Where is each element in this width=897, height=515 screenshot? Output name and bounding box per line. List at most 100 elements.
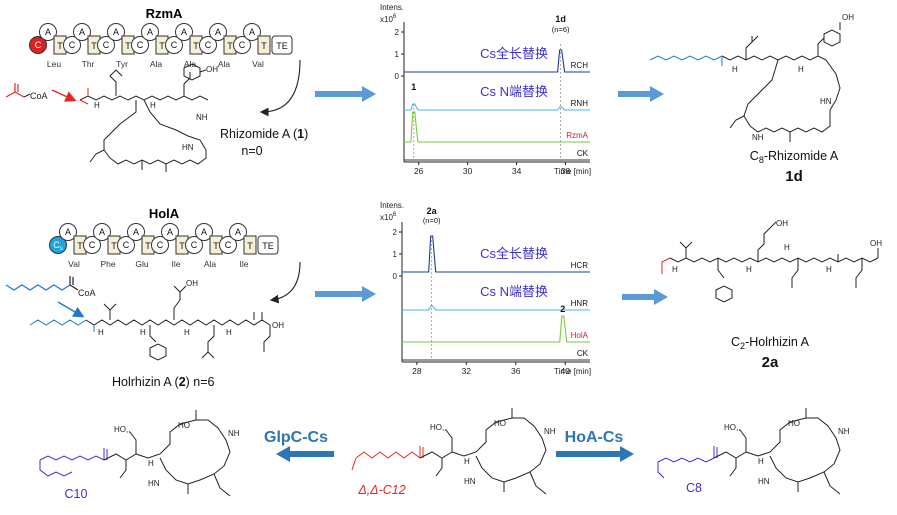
chart2-plot-trace-label-3: CK [577, 349, 589, 358]
bc-h: H [464, 457, 470, 466]
acetyl-coa: CoA [5, 83, 77, 102]
product1-h-2: H [798, 65, 804, 74]
rhizomide-n: n=0 [241, 144, 262, 158]
rhizomide-hn: HN [182, 143, 194, 152]
holrhizin-h-3: H [184, 328, 190, 337]
rzma-residue-1: Thr [82, 59, 95, 69]
bl-h: H [148, 459, 154, 468]
chart2-peak-small: 2 [560, 304, 565, 314]
bottom-left-structure [39, 410, 231, 497]
chart1-yscale: x106 [380, 14, 397, 24]
rhizomide-oh: OH [206, 65, 218, 74]
rzma-t-domain-1-label: T [91, 41, 97, 51]
chart2-plot-trace-label-0: HCR [571, 261, 589, 270]
rzma-t-domain-3-label: T [159, 41, 165, 51]
hola-a-domain-3-label: A [167, 227, 173, 237]
hola-c-domain-1 [83, 236, 101, 254]
hola-c-domain-0 [49, 236, 67, 254]
bottom-left-label: C10 [65, 487, 88, 501]
chart2-yaxis-label: Intens. [380, 201, 404, 210]
chart1-peak-label: 1d [555, 14, 566, 24]
hola-residue-1: Phe [100, 259, 115, 269]
rzma-a-domain-6 [243, 23, 261, 41]
br-hn: HN [758, 477, 770, 486]
chart1-axes-x-unit: Time [min] [554, 167, 591, 176]
rzma-t-domain-6 [257, 35, 271, 55]
hola-residue-2: Glu [135, 259, 149, 269]
rzma-a-domain-0 [39, 23, 57, 41]
rzma-c-domain-3 [131, 36, 149, 54]
hola-t-domain-0-label: T [77, 241, 83, 251]
hola-residue-4: Ala [204, 259, 217, 269]
chart2-plot-trace-cn-0: Cs全长替换 [480, 246, 548, 261]
hola-c-domain-3-label: C [157, 240, 164, 250]
rzma-a-domain-5 [209, 23, 227, 41]
hola-a-domain-4 [195, 223, 213, 241]
arrow-3-right [315, 286, 376, 302]
rzma-c-domain-5-label: C [205, 40, 212, 50]
product-1-name: C8-Rhizomide A [750, 149, 839, 165]
chart1-plot-trace-label-2: RzmA [566, 131, 588, 140]
holrhizin-h-1: H [98, 328, 104, 337]
bl-nh-1: NH [228, 429, 240, 438]
bl-hn: HN [148, 479, 160, 488]
rzma-c-domain-0-label: C [35, 40, 42, 50]
rzma-te-domain-label: TE [276, 41, 288, 51]
product-2-labels: OH OH H H H H [672, 219, 882, 274]
rzma-residue-6: Val [252, 59, 264, 69]
chart1-axes-xtick-label-2: 34 [512, 166, 522, 176]
chart2-axes-ytick-label-2: 0 [393, 272, 398, 281]
br-ho-1: HO,, [724, 423, 740, 432]
hola-t-domain-2-label: T [145, 241, 151, 251]
rzma-c-domain-0 [29, 36, 47, 54]
product-1-structure [649, 22, 841, 142]
left-enzyme-label: GlpC-Cs [264, 429, 328, 446]
rzma-t-domain-0-label: T [57, 41, 63, 51]
rzma-a-domain-0-label: A [45, 27, 51, 37]
chart1-peak-small: 1 [411, 82, 416, 92]
bl-ho-2: HO [178, 421, 190, 430]
rhizomide-nh-3: NH [196, 113, 208, 122]
holrhizin-h-4: H [226, 328, 232, 337]
chart2-plot-trace-2 [402, 315, 590, 343]
chart1-plot-trace-label-1: RNH [571, 99, 589, 108]
chart1-peak-sub: (n=6) [552, 25, 570, 34]
holrhizin-name: Holrhizin A (2) n=6 [112, 375, 215, 389]
br-nh: NH [838, 427, 850, 436]
chart2-peak-sub: (n=0) [423, 216, 441, 225]
rzma-t-domain-4-label: T [193, 41, 199, 51]
br-h: H [758, 457, 764, 466]
rzma-c-domain-6-label: C [239, 40, 246, 50]
hola-c-domain-3 [151, 236, 169, 254]
rzma-a-domain-1 [73, 23, 91, 41]
chart2-axes-xtick-label-1: 32 [462, 366, 472, 376]
product-1-id: 1d [785, 168, 803, 185]
product2-h-3: H [784, 243, 790, 252]
rhizomide-name: Rhizomide A (1) [220, 127, 308, 141]
bottom-center-labels: HO,, HO NH H HN [430, 419, 556, 486]
hola-a-domain-5 [229, 223, 247, 241]
rzma-a-domain-6-label: A [249, 27, 255, 37]
hola-c-domain-5 [219, 236, 237, 254]
rzma-a-domain-1-label: A [79, 27, 85, 37]
holrhizin-labels: H H H H OH OH [98, 279, 284, 337]
product2-h-2: H [746, 265, 752, 274]
hola-coa-label: CoA [78, 288, 96, 298]
bottom-right-labels: HO,, HO NH H HN [724, 419, 850, 486]
hola-a-domain-2 [127, 223, 145, 241]
right-enzyme-label: HoA-Cs [565, 429, 624, 446]
product1-nh: NH [752, 133, 764, 142]
rhizomide-nh-1: H [94, 101, 100, 110]
hola-te-domain [257, 235, 279, 255]
holrhizin-h-2: H [140, 328, 146, 337]
hola-c-domain-2 [117, 236, 135, 254]
bottom-right-structure [657, 408, 841, 495]
rzma-residue-4: Ala [184, 59, 197, 69]
hola-a-domain-1 [93, 223, 111, 241]
arrow-5-left [276, 446, 334, 462]
bc-nh: NH [544, 427, 556, 436]
product2-h-1: H [672, 265, 678, 274]
chart2-yscale: x106 [380, 212, 397, 222]
